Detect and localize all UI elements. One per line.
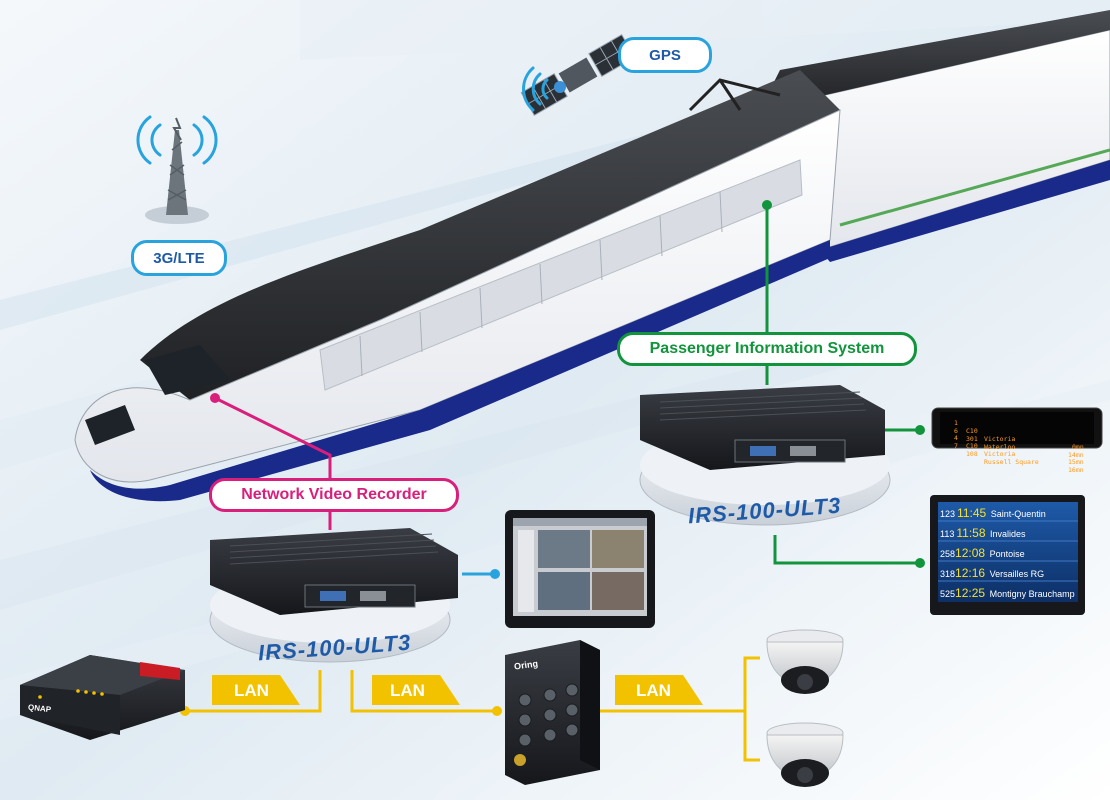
lan-label-3: LAN — [636, 681, 671, 700]
led-row: 4 C10 Victoria 15mn — [954, 434, 1084, 466]
pantograph — [688, 78, 781, 112]
schedule-row: 31812:16 Versailles RG — [940, 566, 1045, 580]
cell-tower-icon — [136, 115, 218, 224]
nvr-device — [209, 528, 458, 663]
lan-connectors — [185, 656, 760, 762]
train-nvr-node — [210, 393, 220, 403]
monitor-node — [490, 569, 500, 579]
nvr-label: Network Video Recorder — [209, 478, 459, 512]
gps-label: GPS — [618, 37, 712, 73]
led-display-node — [915, 425, 925, 435]
led-row: 7 108 Russell Square 16mn — [954, 441, 1084, 474]
schedule-row: 25812:08 Pontoise — [940, 546, 1025, 560]
led-row: 6 301 Waterloo 14mn — [954, 426, 1084, 459]
schedule-row: 52512:25 Montigny Brauchamp — [940, 586, 1075, 600]
ethernet-switch — [505, 640, 600, 785]
dome-camera-1 — [766, 629, 844, 694]
led-board-text: 1 C10 Victoria 0mn 6 301 Waterloo 14mn 4… — [944, 411, 1092, 474]
switch-node — [492, 706, 502, 716]
lan-label-1: LAN — [234, 681, 269, 700]
lte-label: 3G/LTE — [131, 240, 227, 276]
dome-camera-2 — [766, 722, 844, 787]
nas-device — [20, 655, 185, 740]
lcd-schedule-display — [930, 495, 1085, 615]
window-grille — [359, 191, 723, 377]
lcd-display-node — [915, 558, 925, 568]
train — [74, 10, 1110, 502]
led-display-board — [931, 407, 1103, 449]
pis-label: Passenger Information System — [617, 332, 917, 366]
led-row: 1 C10 Victoria 0mn — [954, 419, 1084, 451]
lan-label-2: LAN — [390, 681, 425, 700]
lan-label-shapes — [212, 675, 703, 705]
nvr-monitor — [505, 510, 655, 628]
pis-device — [639, 385, 891, 526]
train-pis-node — [762, 200, 772, 210]
